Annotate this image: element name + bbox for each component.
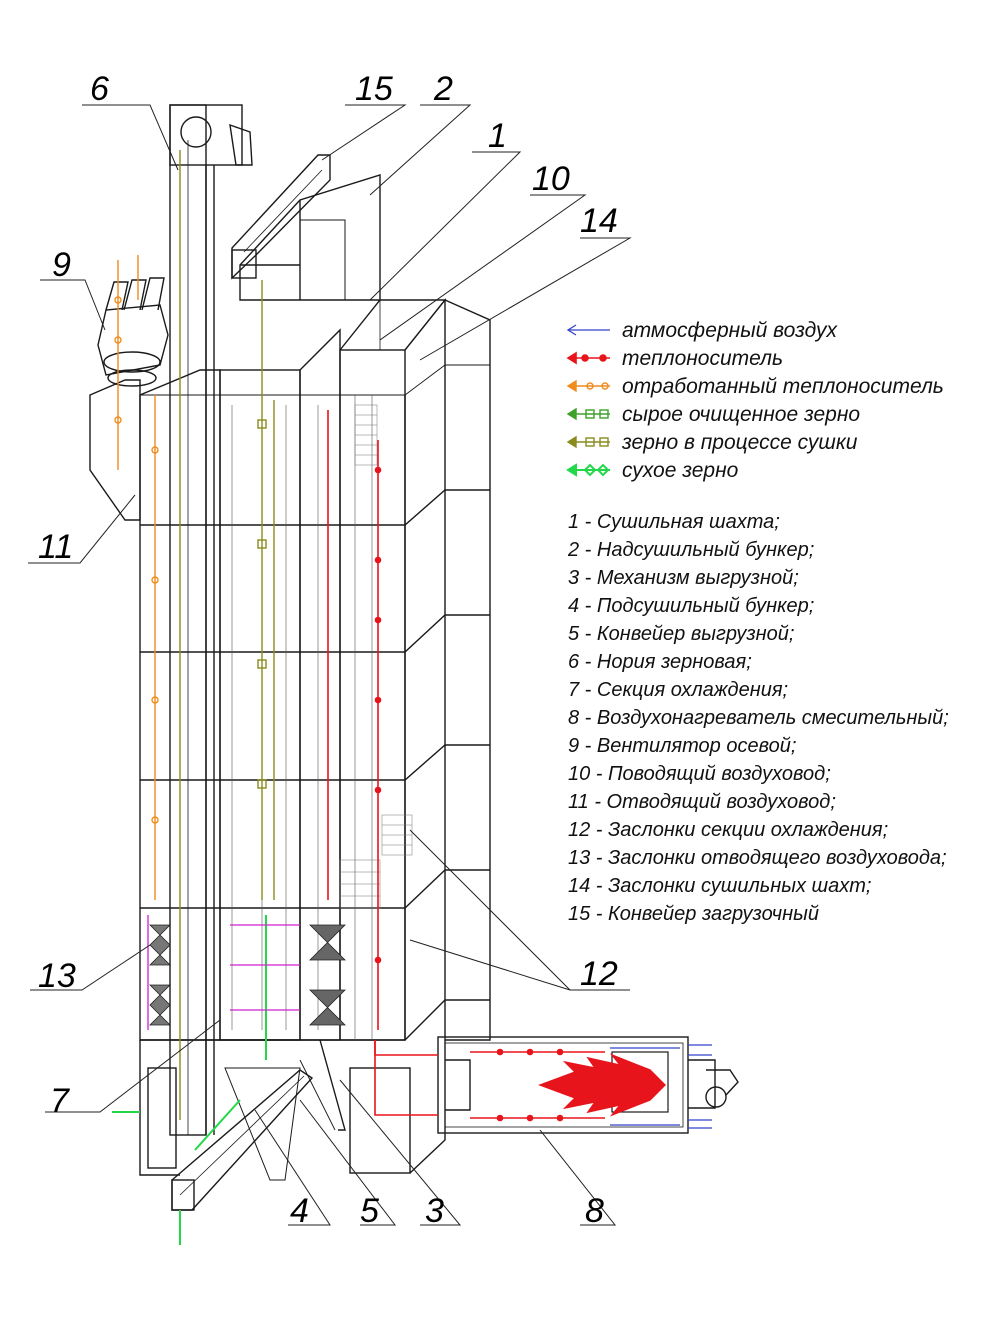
callout-12: 12	[580, 955, 618, 993]
part-10: 10 - Поводящий воздуховод;	[568, 763, 831, 785]
upper-bunker	[239, 174, 381, 301]
callout-6: 6	[90, 70, 109, 108]
legend-marker-raw-grain	[566, 407, 610, 421]
callout-8: 8	[585, 1192, 604, 1230]
unloading-conveyor	[171, 1069, 314, 1211]
part-4: 4 - Подсушильный бункер;	[568, 595, 814, 617]
legend-marker-dry-grain	[566, 463, 610, 477]
part-8: 8 - Воздухонагреватель смесительный;	[568, 707, 949, 729]
heat-flow	[327, 410, 605, 1122]
callout-5: 5	[360, 1192, 379, 1230]
callout-14: 14	[580, 202, 618, 240]
dry-grain-flow	[112, 915, 267, 1245]
part-11: 11 - Отводящий воздуховод;	[568, 791, 836, 813]
callout-2: 2	[433, 70, 453, 108]
legend-marker-heat	[566, 351, 610, 365]
callout-11: 11	[38, 528, 73, 566]
part-6: 6 - Нория зерновая;	[568, 651, 752, 673]
loading-conveyor	[231, 154, 331, 280]
callout-1: 1	[488, 117, 507, 155]
part-14: 14 - Заслонки сушильных шахт;	[568, 875, 871, 897]
legend-label-exhaust: отработанный теплоноситель	[622, 375, 944, 398]
legend-marker-air	[566, 324, 610, 336]
flow-legend: атмосферный воздух теплоноситель отработ…	[566, 319, 944, 482]
callout-4: 4	[290, 1192, 309, 1230]
part-13: 13 - Заслонки отводящего воздуховода;	[568, 847, 947, 869]
legend-label-raw-grain: сырое очищенное зерно	[622, 403, 860, 426]
burner-flame	[537, 1053, 666, 1117]
axial-fan	[97, 277, 169, 387]
part-3: 3 - Механизм выгрузной;	[568, 567, 799, 589]
callout-15: 15	[355, 70, 393, 108]
exhaust-duct	[89, 379, 141, 521]
part-5: 5 - Конвейер выгрузной;	[568, 623, 794, 645]
drying-grain-flow	[179, 150, 275, 1120]
legend-label-heat: теплоноситель	[622, 347, 783, 370]
parts-list: 1 - Сушильная шахта; 2 - Надсушильный бу…	[567, 511, 949, 925]
legend-label-air: атмосферный воздух	[622, 319, 839, 342]
air-heater	[437, 1036, 739, 1134]
callout-10: 10	[532, 160, 570, 198]
cooling-fans	[149, 924, 346, 1026]
part-15: 15 - Конвейер загрузочный	[568, 903, 819, 925]
legend-label-drying-grain: зерно в процессе сушки	[621, 431, 858, 454]
callout-13: 13	[38, 957, 76, 995]
callout-7: 7	[50, 1082, 70, 1120]
callout-3: 3	[425, 1192, 444, 1230]
part-12: 12 - Заслонки секции охлаждения;	[568, 819, 888, 841]
exhaust-flow	[114, 255, 159, 900]
legend-label-dry-grain: сухое зерно	[622, 459, 739, 482]
cooling-air-flow	[147, 915, 300, 1030]
callout-9: 9	[52, 246, 71, 284]
callout-numbers: 6 15 2 1 10 14 9 11 13 12 7 4 5 3 8	[38, 70, 618, 1230]
legend-marker-exhaust	[566, 379, 610, 393]
part-1: 1 - Сушильная шахта;	[568, 511, 780, 533]
part-7: 7 - Секция охлаждения;	[568, 679, 788, 701]
part-9: 9 - Вентилятор осевой;	[568, 735, 796, 757]
shutters	[339, 404, 413, 909]
legend-marker-drying-grain	[566, 435, 610, 449]
air-flow	[610, 1044, 712, 1129]
dryer-structure	[89, 104, 739, 1211]
part-2: 2 - Надсушильный бункер;	[567, 539, 814, 561]
leader-lines	[28, 104, 632, 1226]
